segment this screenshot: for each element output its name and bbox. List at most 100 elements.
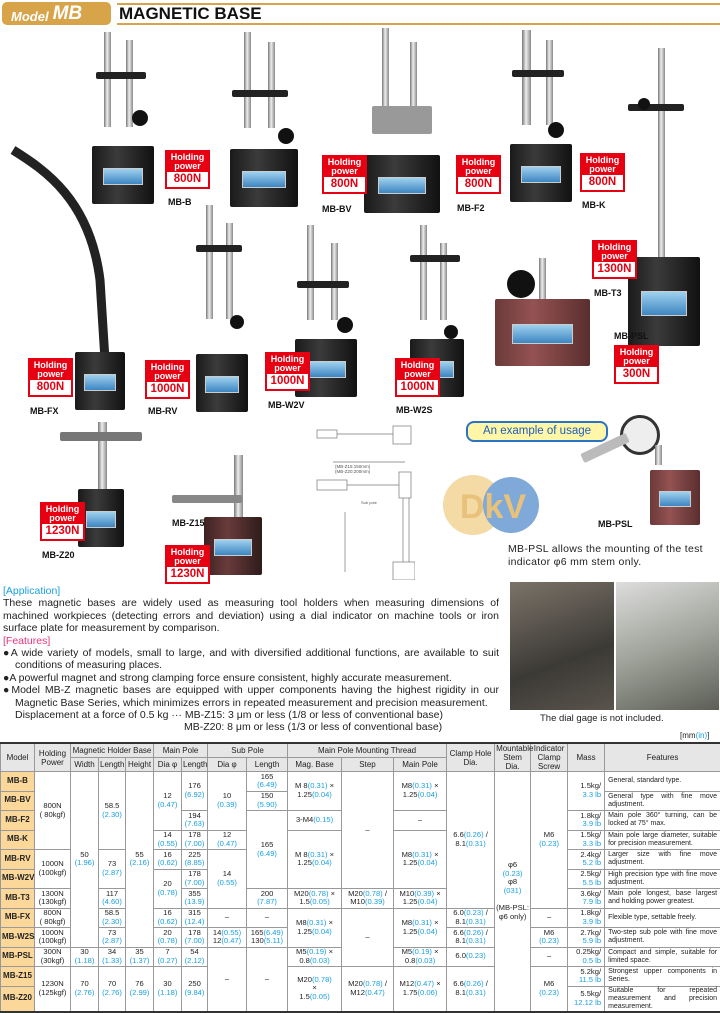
cell-clamp: 6.6(0.26) /8.1(0.31) bbox=[447, 928, 495, 948]
col-header-mass: Mass bbox=[568, 743, 605, 772]
badge-title: Holding power bbox=[616, 347, 657, 367]
cell-length: 73(2.87) bbox=[99, 928, 126, 948]
cell-main-pole: M8(0.31) ×1.25(0.04) bbox=[394, 830, 447, 889]
cell-length: 117(4.60) bbox=[99, 889, 126, 909]
badge-title: Holding power bbox=[167, 152, 208, 172]
cell-clamp: 6.6(0.26) /8.1(0.31) bbox=[447, 967, 495, 1012]
badge-value: 800N bbox=[458, 177, 499, 192]
cell-mp-dia: 20(0.78) bbox=[154, 928, 182, 948]
col-header-width: Width bbox=[71, 757, 99, 771]
cell-mass: 1.8kg/3.9 lb bbox=[568, 811, 605, 831]
product-label-mb-w2v: MB-W2V bbox=[268, 400, 305, 410]
displacement-line: Displacement at a force of 0.5 kg ··· MB… bbox=[3, 709, 499, 721]
cell-main-pole: – bbox=[394, 811, 447, 831]
cell-sp-dia: – bbox=[208, 947, 247, 1012]
badge-value: 1000N bbox=[267, 374, 308, 389]
cell-features: General, standard type. bbox=[605, 772, 720, 792]
cell-mp-len: 178(7.00) bbox=[182, 830, 208, 850]
cell-model: MB-W2V bbox=[1, 869, 35, 889]
cell-mass: 2.5kg/5.5 lb bbox=[568, 869, 605, 889]
product-image-mb-psl bbox=[495, 258, 590, 366]
cell-screw: – bbox=[531, 908, 568, 928]
cell-features: General type with fine move adjustment. bbox=[605, 791, 720, 811]
cell-mass: 1.5kg/3.3 lb bbox=[568, 830, 605, 850]
usage-photo-label: MB-PSL bbox=[598, 519, 633, 529]
cell-height: 35(1.37) bbox=[126, 947, 154, 967]
dkv-logo-text: DkV bbox=[460, 488, 526, 526]
cell-mag-base: 3-M4(0.15) bbox=[288, 811, 342, 831]
cell-mag-base: M20(0.78) ×1.5(0.05) bbox=[288, 889, 342, 909]
cell-model: MB-Z20 bbox=[1, 986, 35, 1012]
cell-length: 34(1.33) bbox=[99, 947, 126, 967]
badge-title: Holding power bbox=[324, 157, 365, 177]
badge-title: Holding power bbox=[582, 155, 623, 175]
photo-left bbox=[510, 582, 614, 710]
cell-stem: φ6(0.23)φ8(031)(MB-PSL:φ6 only) bbox=[495, 772, 531, 1012]
displacement-line: MB-Z20: 8 μm or less (1/3 or less of con… bbox=[3, 721, 499, 733]
dkv-logo: DkV bbox=[443, 470, 543, 540]
cell-width: 70(2.76) bbox=[71, 967, 99, 1012]
cell-step: – bbox=[342, 772, 394, 889]
cell-model: MB-K bbox=[1, 830, 35, 850]
features-heading: [Features] bbox=[3, 635, 499, 647]
cell-main-pole: M10(0.39) ×1.25(0.04) bbox=[394, 889, 447, 909]
badge-value: 800N bbox=[582, 175, 623, 190]
col-header-sub-pole: Sub Pole bbox=[208, 743, 288, 757]
badge-value: 1000N bbox=[397, 380, 438, 395]
cell-sp-dia: 14(0.55)12(0.47) bbox=[208, 928, 247, 948]
cell-features: Flexible type, settable freely. bbox=[605, 908, 720, 928]
cell-sp-len: – bbox=[247, 908, 288, 928]
badge-title: Holding power bbox=[397, 360, 438, 380]
spec-table: Model Holding Power Magnetic Holder Base… bbox=[0, 742, 720, 1013]
cell-length: 70(2.76) bbox=[99, 967, 126, 1012]
cell-power: 800N( 80kgf) bbox=[35, 908, 71, 928]
dimension-drawing: (MB-Z15:150mm) (MB-Z20:200mm) Sub pole bbox=[305, 422, 415, 580]
model-prefix: Model bbox=[11, 9, 49, 24]
col-header-mag-base: Mag. Base bbox=[288, 757, 342, 771]
badge-title: Holding power bbox=[42, 504, 83, 524]
cell-mass: 5.2kg/11.5 lb bbox=[568, 967, 605, 987]
cell-mag-base: M20(0.78)×1.5(0.05) bbox=[288, 967, 342, 1012]
cell-mp-len: 54(2.12) bbox=[182, 947, 208, 967]
application-heading: [Application] bbox=[3, 585, 499, 597]
cell-features: Two-step sub pole with fine move adjustm… bbox=[605, 928, 720, 948]
cell-length: 58.5(2.30) bbox=[99, 908, 126, 928]
badge-value: 800N bbox=[167, 172, 208, 187]
cell-features: High precision type with fine move adjus… bbox=[605, 869, 720, 889]
cell-mp-dia: 16(0.62) bbox=[154, 850, 182, 870]
cell-mp-dia: 30(1.18) bbox=[154, 967, 182, 1012]
cell-model: MB-BV bbox=[1, 791, 35, 811]
badge-value: 1230N bbox=[42, 524, 83, 539]
cell-mass: 1.5kg/3.3 lb bbox=[568, 772, 605, 811]
col-header-length: Length bbox=[99, 757, 126, 771]
col-header-model: Model bbox=[1, 743, 35, 772]
col-header-main-pole: Main Pole bbox=[154, 743, 208, 757]
cell-mp-len: 250(9.84) bbox=[182, 967, 208, 1012]
product-image-mb-t3 bbox=[628, 48, 700, 346]
cell-height: 55(2.16) bbox=[126, 772, 154, 948]
dial-gage-photos bbox=[510, 582, 719, 710]
cell-screw: M6(0.23) bbox=[531, 772, 568, 909]
product-label-mb-bv: MB-BV bbox=[322, 204, 352, 214]
cell-features: Strongest upper components in Series. bbox=[605, 967, 720, 987]
product-label-mb-b: MB-B bbox=[168, 197, 192, 207]
photo-right bbox=[616, 582, 720, 710]
cell-mp-dia: 7(0.27) bbox=[154, 947, 182, 967]
unit-in: (in) bbox=[696, 731, 708, 740]
unit-close: ] bbox=[707, 731, 709, 740]
badge-value: 800N bbox=[324, 177, 365, 192]
cell-mp-dia: 20(0.78) bbox=[154, 869, 182, 908]
badge-value: 300N bbox=[616, 367, 657, 382]
product-label-mb-rv: MB-RV bbox=[148, 406, 177, 416]
col-header-sp-dia: Dia φ bbox=[208, 757, 247, 771]
col-header-stem: Mountable Stem Dia. bbox=[495, 743, 531, 772]
cell-model: MB-RV bbox=[1, 850, 35, 870]
cell-power: 800N( 80kgf) bbox=[35, 772, 71, 850]
